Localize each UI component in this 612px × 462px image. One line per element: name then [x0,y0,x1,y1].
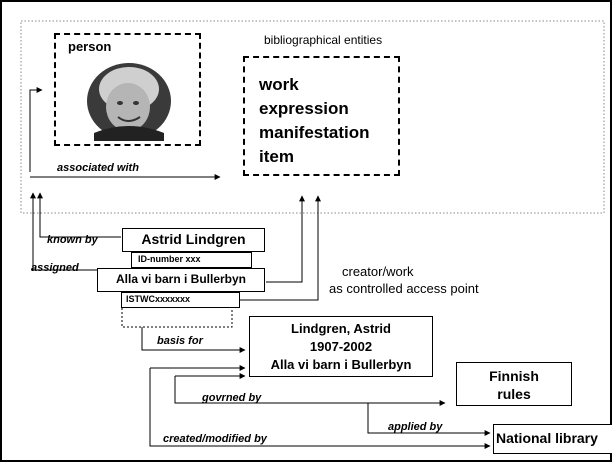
access-point-name: Lindgren, Astrid [291,321,391,336]
title-box: Alla vi barn i Bullerbyn [97,268,265,292]
basis-for-arrow [141,327,246,353]
created-modified-by-arrow [149,368,491,449]
person-label: person [68,39,112,54]
rules-box: Finnish rules [456,362,572,406]
bibliographical-area-frame [20,20,605,214]
basis-grouping-bracket [121,308,233,328]
rules-line1: Finnish [489,368,539,384]
created-modified-by-label: created/modified by [163,433,267,445]
controlled-note-line2: as controlled access point [329,281,479,296]
name-box: Astrid Lindgren [122,228,265,252]
work-entities-box: work expression manifestation item [243,56,400,176]
id-number-box: ID-number xxx [131,252,252,268]
known-by-label: known by [47,234,98,246]
person-photo [87,63,171,141]
applied-by-arrow [367,403,491,436]
assigned-label: assigned [31,262,79,274]
person-bracket-arrow [29,87,43,172]
rules-line2: rules [497,386,531,402]
expression-label: expression [259,99,349,118]
basis-for-label: basis for [157,335,203,347]
istwc-box: ISTWCxxxxxxx [121,292,240,308]
work-label: work [259,75,299,94]
access-point-dates: 1907-2002 [309,339,373,354]
person-box: person [54,33,201,146]
govrned-by-arrow [174,376,446,406]
applied-by-label: applied by [388,421,443,433]
istwc-to-work-arrow [240,195,321,301]
bibliographical-entities-label: bibliographical entities [264,33,383,47]
access-point-box: Lindgren, Astrid 1907-2002 Alla vi barn … [249,316,433,377]
item-label: item [259,147,294,166]
associated-with-label: associated with [57,162,139,174]
library-box: National library [493,424,612,454]
assigned-arrow [30,192,97,271]
title-to-work-arrow [266,195,305,283]
manifestation-label: manifestation [259,123,370,142]
known-by-arrow [37,192,121,238]
access-point-title: Alla vi barn i Bullerbyn [270,357,412,372]
govrned-by-label: govrned by [202,392,262,404]
controlled-note-line1: creator/work [342,264,414,279]
